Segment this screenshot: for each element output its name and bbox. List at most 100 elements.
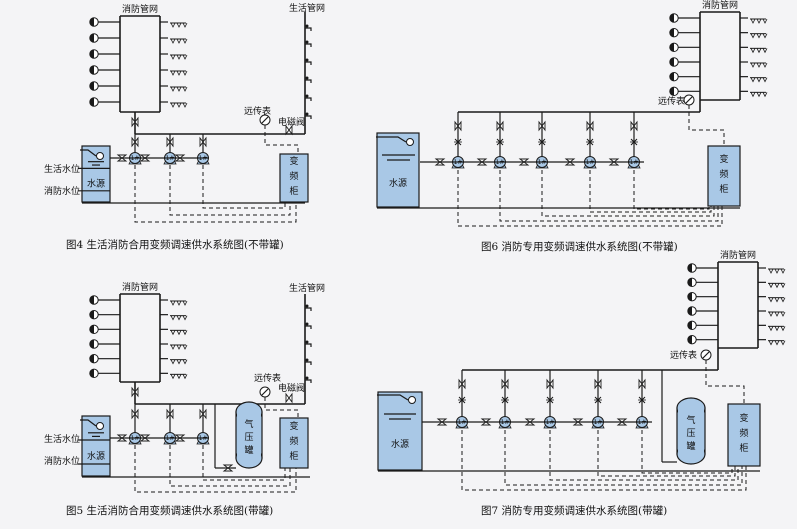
sprinkler-icon: [169, 344, 188, 350]
remote-gauge-label: 远传表: [658, 95, 685, 107]
sprinkler-icon: [169, 22, 188, 28]
fire-hydrant-icon: [669, 86, 679, 97]
control-line: [633, 170, 710, 210]
pressure-tank-fill: [237, 412, 261, 458]
fire-hydrant-icon: [687, 334, 697, 345]
control-line: [457, 170, 723, 227]
cabinet-label-char: 柜: [289, 185, 298, 197]
fire-network-label: 消防管网: [702, 0, 738, 11]
fire-hydrant-icon: [89, 339, 99, 349]
cabinet-label-char: 柜: [739, 442, 748, 454]
vfd-cabinet-label: 变频柜: [739, 412, 748, 454]
solenoid-valve-icon: [285, 393, 293, 403]
faucet-icon: [304, 75, 312, 84]
faucet-icon: [304, 93, 312, 102]
fire-network-label: 消防管网: [122, 3, 158, 15]
cabinet-label-char: 频: [719, 168, 728, 180]
fire-network-label: 消防管网: [122, 281, 158, 293]
sprinkler-icon: [749, 62, 768, 68]
remote-gauge-label: 远传表: [254, 372, 281, 384]
control-line: [202, 165, 286, 209]
fire-hydrant-icon: [89, 324, 99, 335]
water-source-label: 水源: [391, 438, 409, 450]
fire-hydrant-icon: [669, 27, 679, 38]
sprinkler-icon: [749, 91, 768, 97]
remote-gauge-label: 远传表: [244, 105, 271, 117]
fire-hydrant-icon: [687, 306, 697, 316]
pressure-tank-label: 气压罐: [686, 414, 695, 452]
control-line: [589, 170, 712, 213]
figure-4-caption: 图4 生活消防合用变频调速供水系统图(不带罐): [66, 238, 284, 251]
control-line: [169, 445, 291, 487]
fire-hydrant-icon: [89, 368, 99, 379]
pressure-tank-label-char: 罐: [244, 444, 253, 456]
sprinkler-icon: [749, 33, 768, 39]
fire-hydrant-icon: [89, 353, 99, 364]
domestic-network-label: 生活管网: [289, 282, 325, 294]
pressure-tank-label-char: 压: [686, 428, 695, 439]
fire-level-label: 消防水位: [44, 455, 80, 467]
sprinkler-icon: [749, 77, 768, 83]
gauge-needle: [685, 96, 693, 104]
float-ball-icon: [406, 138, 414, 146]
water-tank: [81, 145, 111, 203]
fire-hydrant-icon: [687, 291, 697, 302]
float-ball-icon: [408, 396, 416, 404]
faucet-icon: [304, 111, 312, 120]
sprinkler-icon: [767, 325, 786, 331]
cabinet-label-char: 柜: [719, 183, 728, 195]
solenoid-valve-label: 电磁阀: [278, 116, 305, 128]
fire-hydrant-icon: [89, 295, 99, 305]
float-ball-icon: [96, 152, 104, 160]
fire-hydrant-icon: [89, 33, 99, 43]
fire-hydrant-icon: [669, 57, 679, 67]
water-source-label: 水源: [87, 450, 105, 462]
fire-hydrant-icon: [669, 71, 679, 82]
control-line: [202, 445, 286, 481]
control-line: [549, 430, 739, 481]
vfd-cabinet-label: 变频柜: [719, 153, 728, 195]
cabinet-label-char: 变: [289, 155, 298, 167]
figure-7-caption: 图7 消防专用变频调速供水系统图(带罐): [481, 504, 667, 517]
domestic-network-label: 生活管网: [289, 2, 325, 14]
vfd-cabinet-label: 变频柜: [289, 420, 298, 462]
cabinet-label-char: 柜: [289, 450, 298, 462]
vfd-cabinet: [279, 417, 309, 469]
domestic-level-label: 生活水位: [44, 163, 80, 175]
vfd-cabinet: [727, 403, 761, 467]
control-line: [597, 430, 736, 477]
pressure-tank-label-char: 气: [686, 414, 695, 426]
fire-hydrant-icon: [687, 277, 697, 288]
water-tank: [81, 415, 111, 477]
sprinkler-icon: [169, 315, 188, 321]
signal-line: [705, 360, 745, 404]
faucet-icon: [304, 57, 312, 66]
vfd-cabinet: [707, 145, 741, 207]
faucet-icon: [304, 321, 312, 330]
water-tank: [377, 391, 423, 471]
faucet-icon: [304, 375, 312, 384]
signal-line: [688, 105, 725, 146]
control-line: [541, 170, 715, 217]
figure-6-caption: 图6 消防专用变频调速供水系统图(不带罐): [481, 240, 678, 253]
gauge-needle: [261, 388, 269, 396]
cabinet-label-char: 频: [289, 170, 298, 182]
sprinkler-icon: [767, 282, 786, 288]
figure-4: 消防管网生活管网远传表电磁阀1#1#1#水源生活水位消防水位变频柜图4 生活消防…: [44, 2, 325, 251]
sprinkler-icon: [169, 70, 188, 76]
fire-hydrant-icon: [89, 49, 99, 59]
fire-network-label: 消防管网: [720, 249, 756, 261]
fire-level-label: 消防水位: [44, 185, 80, 197]
sprinkler-icon: [169, 102, 188, 108]
fire-hydrant-icon: [89, 97, 99, 107]
float-ball-icon: [96, 422, 104, 430]
sprinkler-icon: [749, 47, 768, 53]
inlet-pipe: [80, 419, 97, 427]
control-line: [641, 430, 733, 474]
fire-hydrant-icon: [89, 309, 99, 320]
sprinkler-icon: [749, 18, 768, 24]
faucet-icon: [304, 23, 312, 32]
pressure-tank-label-char: 气: [244, 418, 253, 430]
